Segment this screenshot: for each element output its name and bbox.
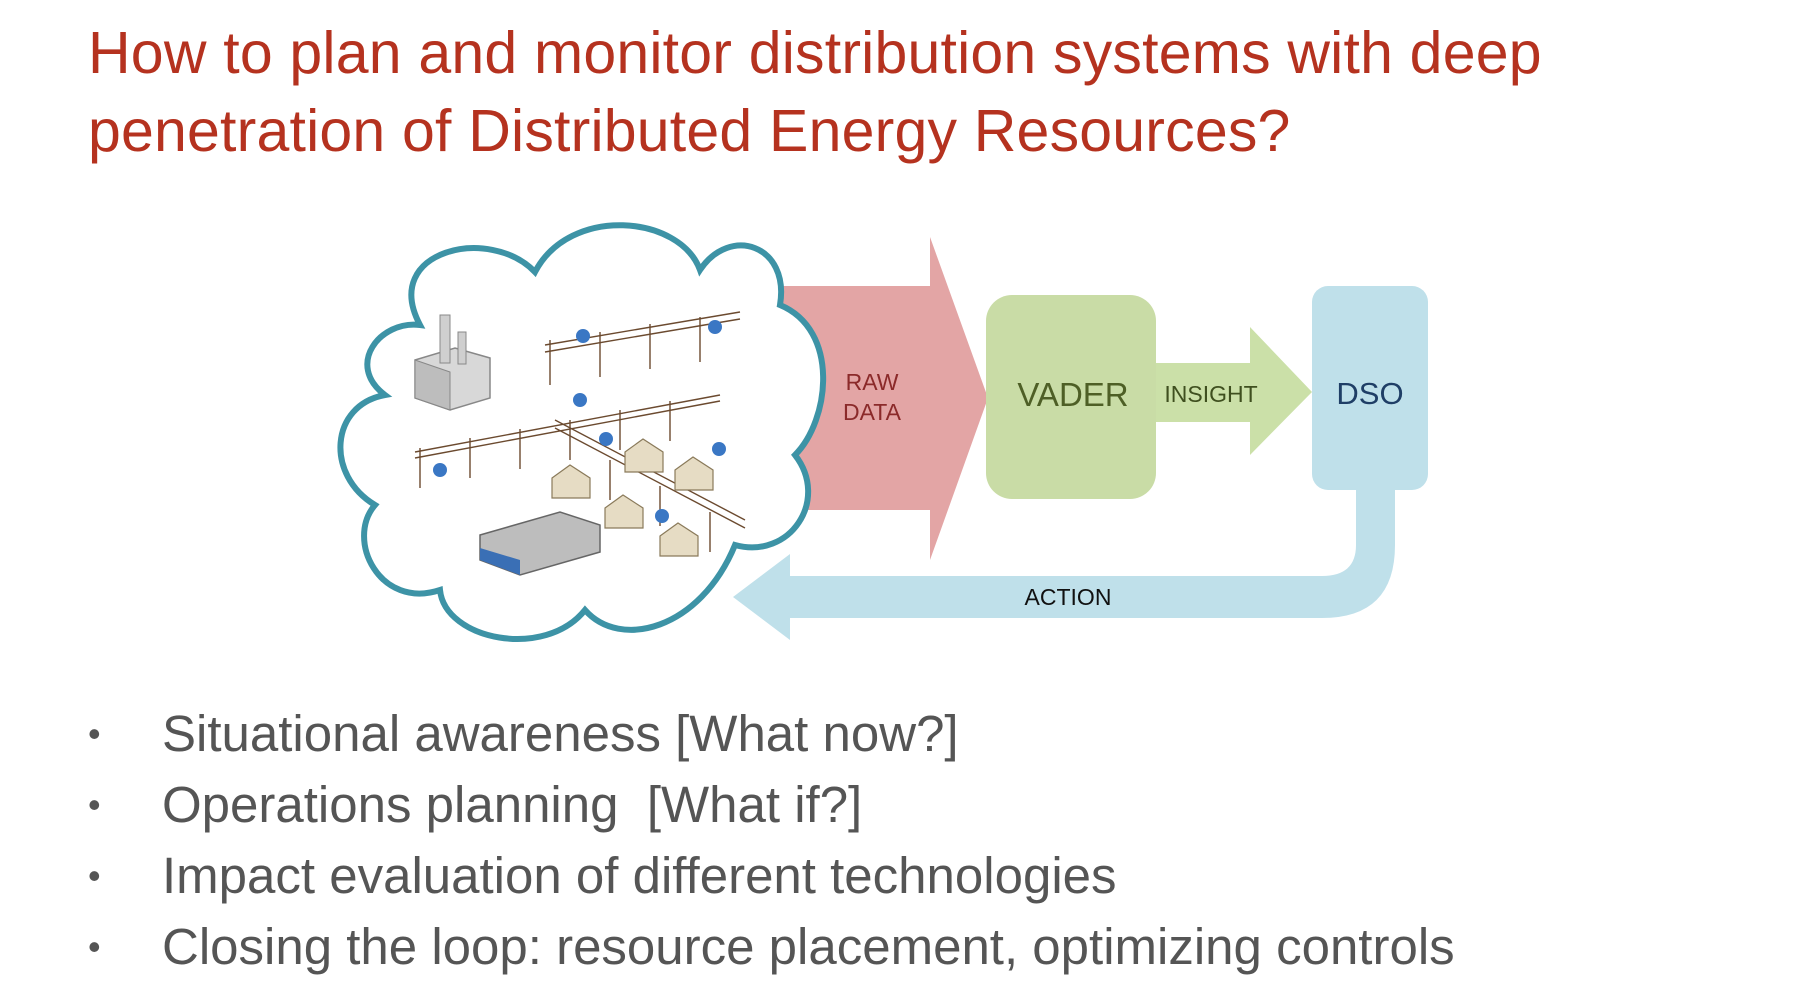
action-label: ACTION xyxy=(1025,584,1112,610)
dso-label: DSO xyxy=(1336,376,1403,411)
vader-label: VADER xyxy=(1017,376,1128,413)
raw-data-label-line-1: RAW xyxy=(846,369,899,395)
vader-box xyxy=(986,295,1156,499)
slide-title-line-2: penetration of Distributed Energy Resour… xyxy=(88,98,1291,164)
slide-title: How to plan and monitor distribution sys… xyxy=(88,14,1788,170)
bullet-text: Closing the loop: resource placement, op… xyxy=(162,918,1455,975)
bullet-text: Situational awareness [What now?] xyxy=(162,705,959,762)
slide-title-line-1: How to plan and monitor distribution sys… xyxy=(88,20,1542,86)
insight-arrow xyxy=(1150,327,1312,455)
bullet-dot-icon: • xyxy=(88,713,101,754)
power-plant-icon xyxy=(414,314,491,411)
raw-data-label-line-2: DATA xyxy=(843,399,902,425)
commercial-building-icon xyxy=(479,511,601,576)
grid-cloud-outline xyxy=(337,222,827,642)
bullet-text: Operations planning [What if?] xyxy=(162,776,863,833)
bullet-dot-icon: • xyxy=(88,926,101,967)
dso-box xyxy=(1312,286,1428,490)
bullet-dot-icon: • xyxy=(88,784,101,825)
bullet-text: Impact evaluation of different technolog… xyxy=(162,847,1117,904)
houses-icon xyxy=(551,438,714,557)
action-arrow xyxy=(733,488,1395,640)
bullet-dot-icon: • xyxy=(88,855,101,896)
grid-marker-icons xyxy=(433,320,726,523)
insight-label: INSIGHT xyxy=(1164,381,1257,407)
